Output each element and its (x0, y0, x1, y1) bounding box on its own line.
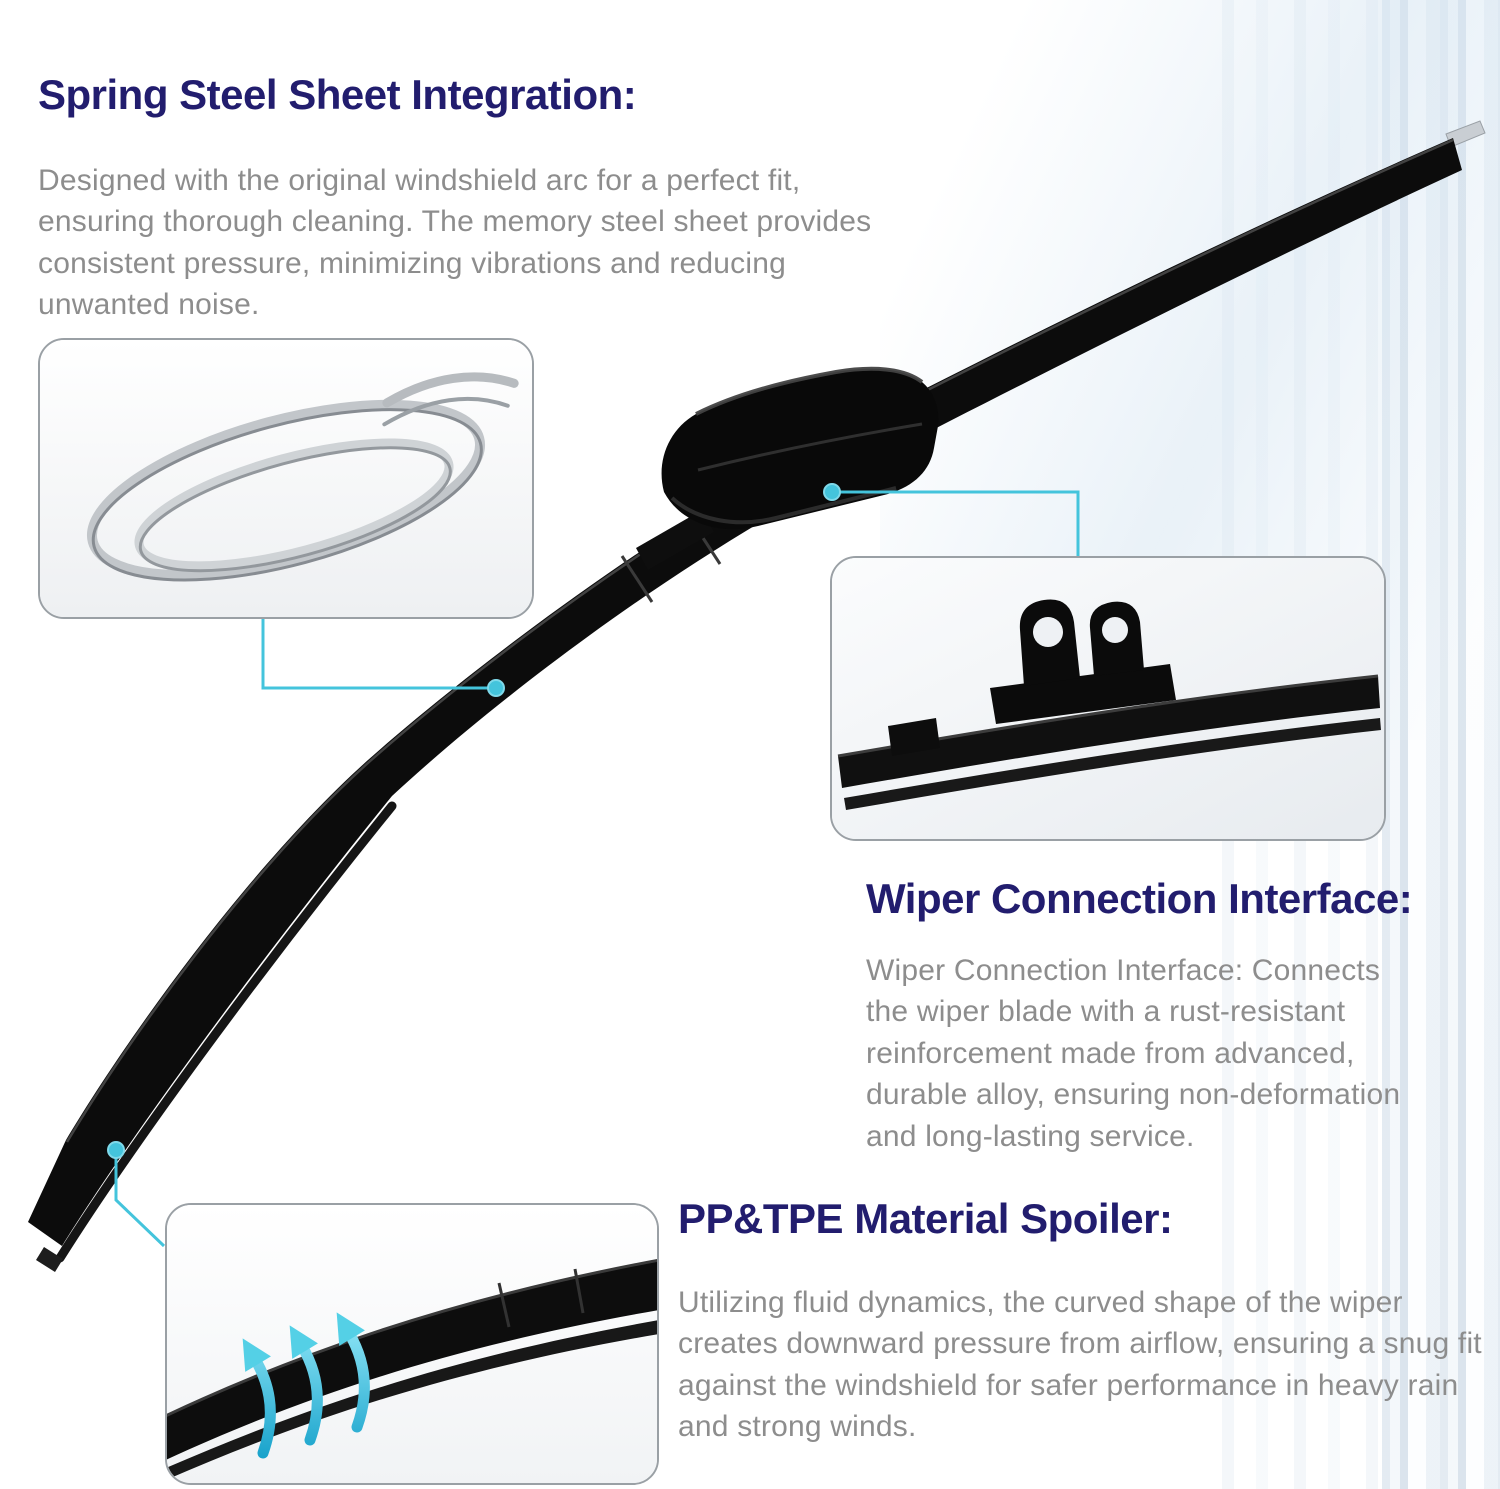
airflow-arrow-icon (343, 1327, 370, 1433)
callout-dot-spoiler (107, 1141, 125, 1159)
bracket-base (990, 664, 1176, 724)
connector-rail (838, 676, 1380, 788)
spoiler-rubber (167, 1320, 657, 1480)
spoiler-airflow-photo (167, 1205, 657, 1483)
rail-clip (888, 718, 940, 756)
spring-steel-inset (38, 338, 534, 619)
feature-title-spoiler: PP&TPE Material Spoiler: (678, 1195, 1173, 1242)
spring-steel-sheet-photo (40, 340, 532, 617)
spoiler-blade (167, 1260, 657, 1460)
steel-sheet-loops (86, 372, 519, 582)
blade-seam (620, 555, 654, 603)
adapter-seam (697, 422, 923, 472)
connector-inset (830, 556, 1386, 841)
callout-lines (114, 490, 1080, 1248)
blade-rubber-strip (55, 801, 397, 1263)
adapter-top-highlight (695, 366, 924, 416)
wiper-connector-photo (832, 558, 1384, 839)
airflow-arrows (242, 1312, 370, 1459)
callout-dot-spring-steel (487, 679, 505, 697)
feature-body-spoiler: Utilizing fluid dynamics, the curved sha… (678, 1286, 1482, 1444)
callout-line-spring-steel (261, 619, 488, 690)
rail-rubber (844, 718, 1381, 810)
bracket-hole (1102, 617, 1128, 643)
feature-body-spring-steel: Designed with the original windshield ar… (38, 164, 872, 322)
callout-line-connection (832, 490, 1080, 558)
feature-body-connection: Wiper Connection Interface: Connects the… (866, 954, 1401, 1153)
spoiler-top-highlight (167, 1258, 657, 1417)
airflow-arrowhead-icon (242, 1338, 271, 1372)
airflow-arrowhead-icon (336, 1312, 365, 1346)
blade-step-bracket (636, 510, 714, 570)
spoiler-seam (573, 1268, 585, 1314)
blade-top-highlight (65, 138, 1454, 1143)
airflow-arrowhead-icon (289, 1325, 318, 1359)
callout-line-spoiler (114, 1150, 166, 1248)
adapter-bottom-highlight (670, 486, 897, 525)
airflow-arrow-icon (296, 1340, 323, 1446)
spoiler-seam (497, 1282, 511, 1328)
feature-title-connection: Wiper Connection Interface: (866, 875, 1413, 922)
spoiler-inset (165, 1203, 659, 1485)
airflow-arrow-icon (249, 1353, 276, 1459)
feature-title-spring-steel: Spring Steel Sheet Integration: (38, 71, 637, 118)
blade-end-claw (36, 1247, 63, 1272)
blade-adapter (661, 368, 939, 530)
bracket-hole (1033, 617, 1063, 647)
callout-dot-connection (823, 483, 841, 501)
